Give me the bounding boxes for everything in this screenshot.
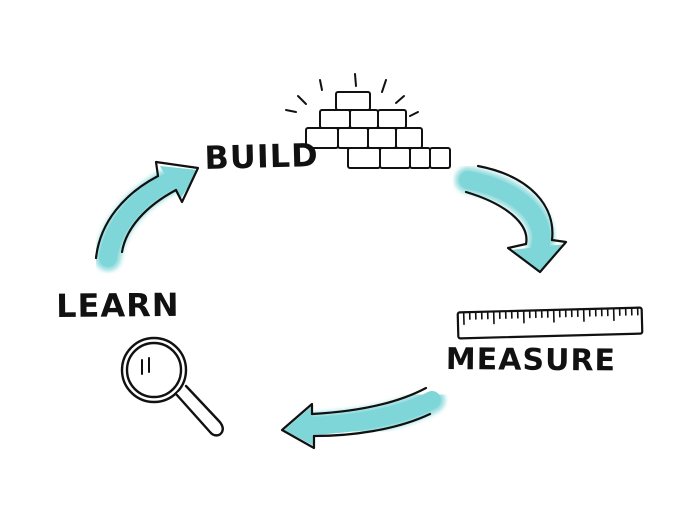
ruler-ticks bbox=[462, 307, 639, 326]
brick-pyramid-icon bbox=[285, 73, 451, 169]
stage-label-build: BUILD bbox=[203, 136, 320, 177]
stage-label-measure: MEASURE bbox=[445, 342, 617, 379]
arrow-learn-to-build bbox=[94, 160, 200, 271]
sparkle-lines bbox=[285, 73, 419, 117]
magnifying-glass-icon bbox=[120, 336, 224, 437]
stage-label-learn: LEARN bbox=[55, 285, 180, 325]
arrow-build-to-measure bbox=[455, 164, 568, 274]
arrow-measure-to-learn bbox=[280, 386, 445, 450]
ruler-icon bbox=[456, 306, 644, 340]
